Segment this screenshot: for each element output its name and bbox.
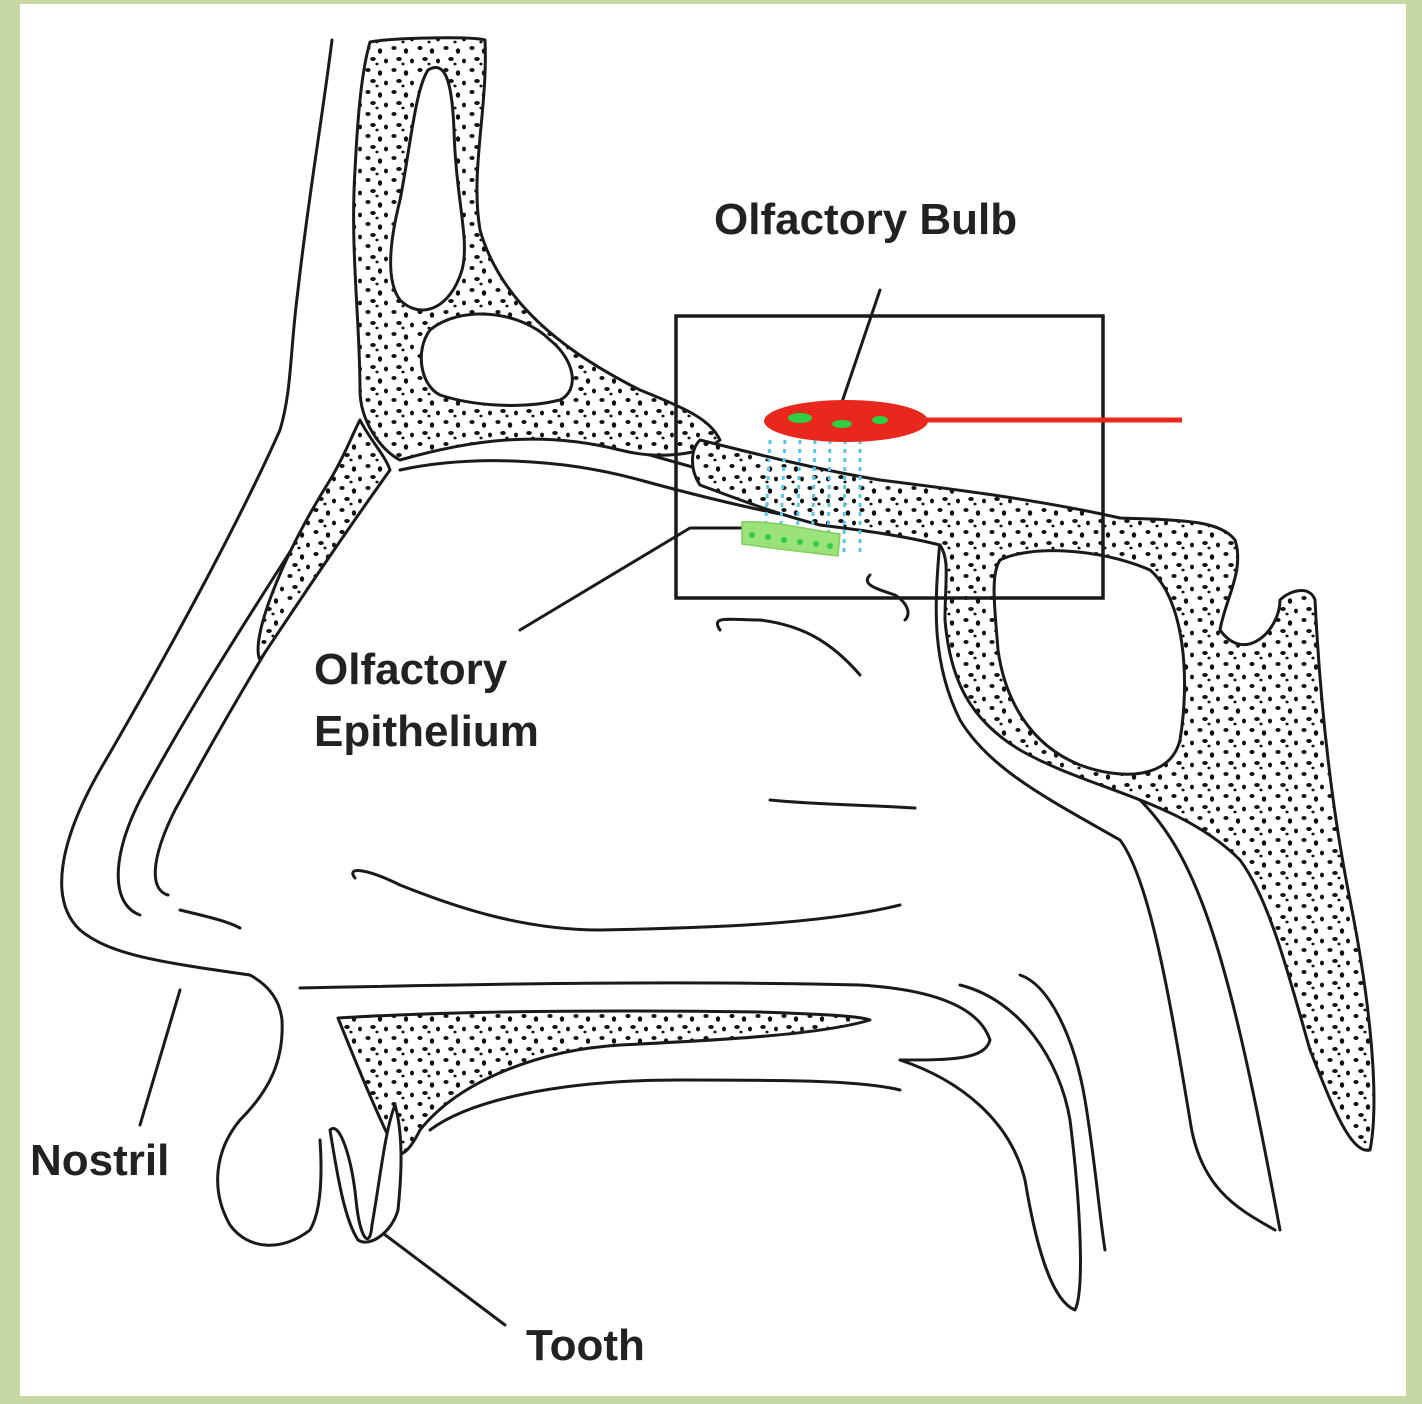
inferior-turbinate-upper <box>770 800 915 808</box>
incisor-tooth <box>330 1105 401 1242</box>
nostril-leader <box>140 990 180 1125</box>
olfactory-epithelium-leader <box>520 528 742 630</box>
ethmoid-cell <box>421 314 572 405</box>
tooth-leader <box>372 1225 505 1325</box>
nasal-floor-line <box>180 910 240 928</box>
label-nostril: Nostril <box>30 1135 169 1187</box>
nasal-bone-region <box>258 420 390 660</box>
olfactory-bulb-leader <box>842 290 880 402</box>
label-olfactory-bulb: Olfactory Bulb <box>714 194 1017 246</box>
uvula-line <box>1020 975 1105 1250</box>
soft-palate <box>900 985 1080 1310</box>
label-tooth: Tooth <box>526 1320 645 1372</box>
face-profile-outline <box>62 40 332 1245</box>
middle-turbinate <box>717 619 860 675</box>
oral-cavity-line <box>430 1080 900 1130</box>
inferior-turbinate <box>353 871 900 930</box>
label-olfactory-epithelium-line2: Epithelium <box>314 706 539 758</box>
label-olfactory-epithelium-line1: Olfactory <box>314 644 507 696</box>
